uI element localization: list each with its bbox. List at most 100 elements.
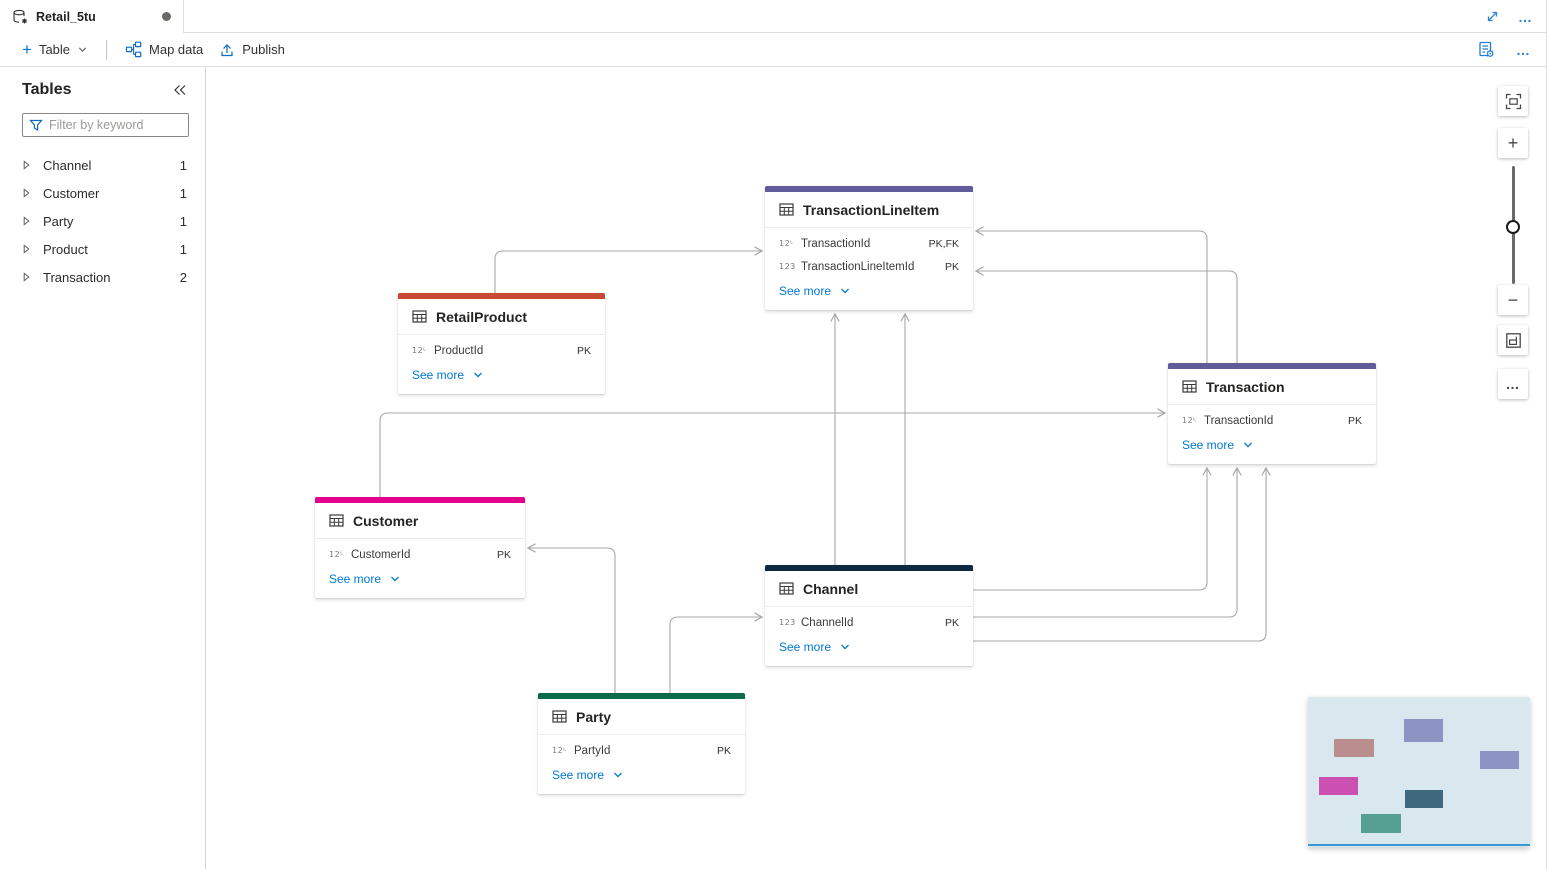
plus-icon: + — [1507, 133, 1519, 153]
entity-card-party[interactable]: Party 12ᴸ PartyId PK See more — [538, 693, 745, 794]
designer-toolbar: + Table Map data Publish — [0, 33, 1547, 67]
column-row: 12ᴸ CustomerId PK — [315, 543, 525, 566]
see-more-link[interactable]: See more — [315, 566, 525, 592]
column-row: 12ᴸ TransactionId PK,FK — [765, 232, 973, 255]
entity-title: TransactionLineItem — [803, 201, 940, 218]
column-name: PartyId — [574, 744, 611, 757]
map-data-button[interactable]: Map data — [117, 37, 211, 62]
long-type-icon: 12ᴸ — [412, 346, 427, 355]
entity-card-channel[interactable]: Channel 123 ChannelId PK See more — [765, 565, 973, 666]
minimap-table-transaction — [1480, 751, 1519, 769]
entity-card-transaction[interactable]: Transaction 12ᴸ TransactionId PK See mor… — [1168, 363, 1376, 464]
chevron-down-icon — [614, 772, 622, 778]
relationship-party-to-channel[interactable] — [669, 612, 764, 693]
entity-header: Channel — [765, 571, 973, 607]
properties-button[interactable] — [1475, 38, 1498, 61]
entity-color-bar — [765, 565, 973, 571]
ellipsis-icon: … — [1516, 41, 1531, 58]
fit-to-screen-icon — [1505, 93, 1521, 109]
table-icon — [779, 203, 794, 216]
entity-title: Transaction — [1206, 378, 1285, 395]
double-chevron-left-icon — [174, 85, 186, 95]
filter-input[interactable] — [49, 118, 182, 132]
column-name: TransactionLineItemId — [801, 260, 915, 273]
column-key-badge: PK — [1347, 414, 1362, 427]
column-name: TransactionId — [801, 237, 871, 250]
entity-card-customer[interactable]: Customer 12ᴸ CustomerId PK See more — [315, 497, 525, 598]
column-key-badge: PK — [944, 260, 959, 273]
toggle-minimap-button[interactable] — [1498, 325, 1528, 355]
entity-title: Party — [576, 708, 612, 725]
canvas-more-button[interactable]: … — [1498, 369, 1528, 399]
expander-triangle-icon — [23, 244, 30, 254]
long-type-icon: 12ᴸ — [552, 746, 567, 755]
see-more-link[interactable]: See more — [765, 278, 973, 304]
add-table-button[interactable]: + Table — [14, 38, 96, 61]
column-name: ProductId — [434, 344, 484, 357]
minimap-table-customer — [1319, 777, 1358, 795]
entity-columns: 12ᴸ ProductId PK See more — [398, 335, 605, 394]
see-more-link[interactable]: See more — [1168, 432, 1376, 458]
relationship-retailproduct-to-transactionlineitem[interactable] — [494, 246, 764, 293]
publish-button[interactable]: Publish — [211, 38, 293, 62]
expander-triangle-icon — [23, 160, 30, 170]
zoom-slider-thumb[interactable] — [1506, 220, 1520, 234]
table-group-count: 1 — [179, 185, 187, 201]
entity-card-transactionlineitem[interactable]: TransactionLineItem 12ᴸ TransactionId PK… — [765, 186, 973, 310]
minimap-icon — [1505, 332, 1521, 348]
sidebar-item-customer[interactable]: Customer 1 — [0, 179, 205, 207]
toolbar-separator — [106, 39, 108, 60]
tab-retail-5tu[interactable]: Retail_5tu — [0, 0, 184, 33]
entity-color-bar — [315, 497, 525, 503]
zoom-in-button[interactable]: + — [1498, 128, 1528, 158]
sidebar-item-party[interactable]: Party 1 — [0, 207, 205, 235]
relationship-channel-to-transaction[interactable] — [973, 466, 1242, 618]
relationship-channel-to-transaction[interactable] — [973, 466, 1271, 642]
column-name: ChannelId — [801, 616, 854, 629]
toolbar-more-button[interactable]: … — [1514, 43, 1533, 57]
fit-to-screen-button[interactable] — [1498, 86, 1528, 116]
table-group-count: 1 — [179, 157, 187, 173]
column-key-badge: PK — [576, 344, 591, 357]
sidebar-item-transaction[interactable]: Transaction 2 — [0, 263, 205, 291]
table-group-count: 1 — [179, 241, 187, 257]
entity-columns: 12ᴸ TransactionId PK,FK 123 TransactionL… — [765, 228, 973, 310]
expander-triangle-icon — [23, 272, 30, 282]
database-new-icon — [13, 9, 27, 23]
entity-color-bar — [765, 186, 973, 192]
relationship-transaction-to-transactionlineitem[interactable] — [974, 226, 1208, 363]
table-group-name: Customer — [43, 185, 100, 201]
expand-button[interactable] — [1483, 7, 1502, 26]
entity-color-bar — [538, 693, 745, 699]
minimap[interactable] — [1308, 697, 1530, 847]
tab-more-button[interactable]: … — [1516, 10, 1535, 24]
relationship-customer-to-transaction[interactable] — [379, 408, 1167, 497]
sidebar-item-product[interactable]: Product 1 — [0, 235, 205, 263]
relationship-party-to-customer[interactable] — [526, 543, 616, 693]
expander-triangle-icon — [23, 216, 30, 226]
chevron-down-icon — [78, 47, 87, 52]
ellipsis-icon: … — [1505, 376, 1521, 392]
expand-icon — [1487, 11, 1498, 22]
add-table-label: Table — [38, 42, 71, 57]
zoom-out-button[interactable]: − — [1498, 285, 1528, 315]
entity-title: Customer — [353, 512, 419, 529]
chevron-down-icon — [474, 372, 482, 378]
table-group-name: Party — [43, 213, 74, 229]
sidebar-item-channel[interactable]: Channel 1 — [0, 151, 205, 179]
see-more-link[interactable]: See more — [538, 762, 745, 788]
collapse-panel-button[interactable] — [171, 82, 189, 98]
chevron-down-icon — [1244, 442, 1252, 448]
column-row: 12ᴸ ProductId PK — [398, 339, 605, 362]
long-type-icon: 12ᴸ — [779, 239, 794, 248]
see-more-link[interactable]: See more — [398, 362, 605, 388]
minus-icon: − — [1507, 290, 1519, 310]
chevron-down-icon — [841, 288, 849, 294]
see-more-link[interactable]: See more — [765, 634, 973, 660]
relationship-channel-to-transaction[interactable] — [973, 466, 1212, 591]
entity-card-retailproduct[interactable]: RetailProduct 12ᴸ ProductId PK See more — [398, 293, 605, 394]
chevron-down-icon — [841, 644, 849, 650]
relationship-transaction-to-transactionlineitem[interactable] — [974, 266, 1238, 363]
